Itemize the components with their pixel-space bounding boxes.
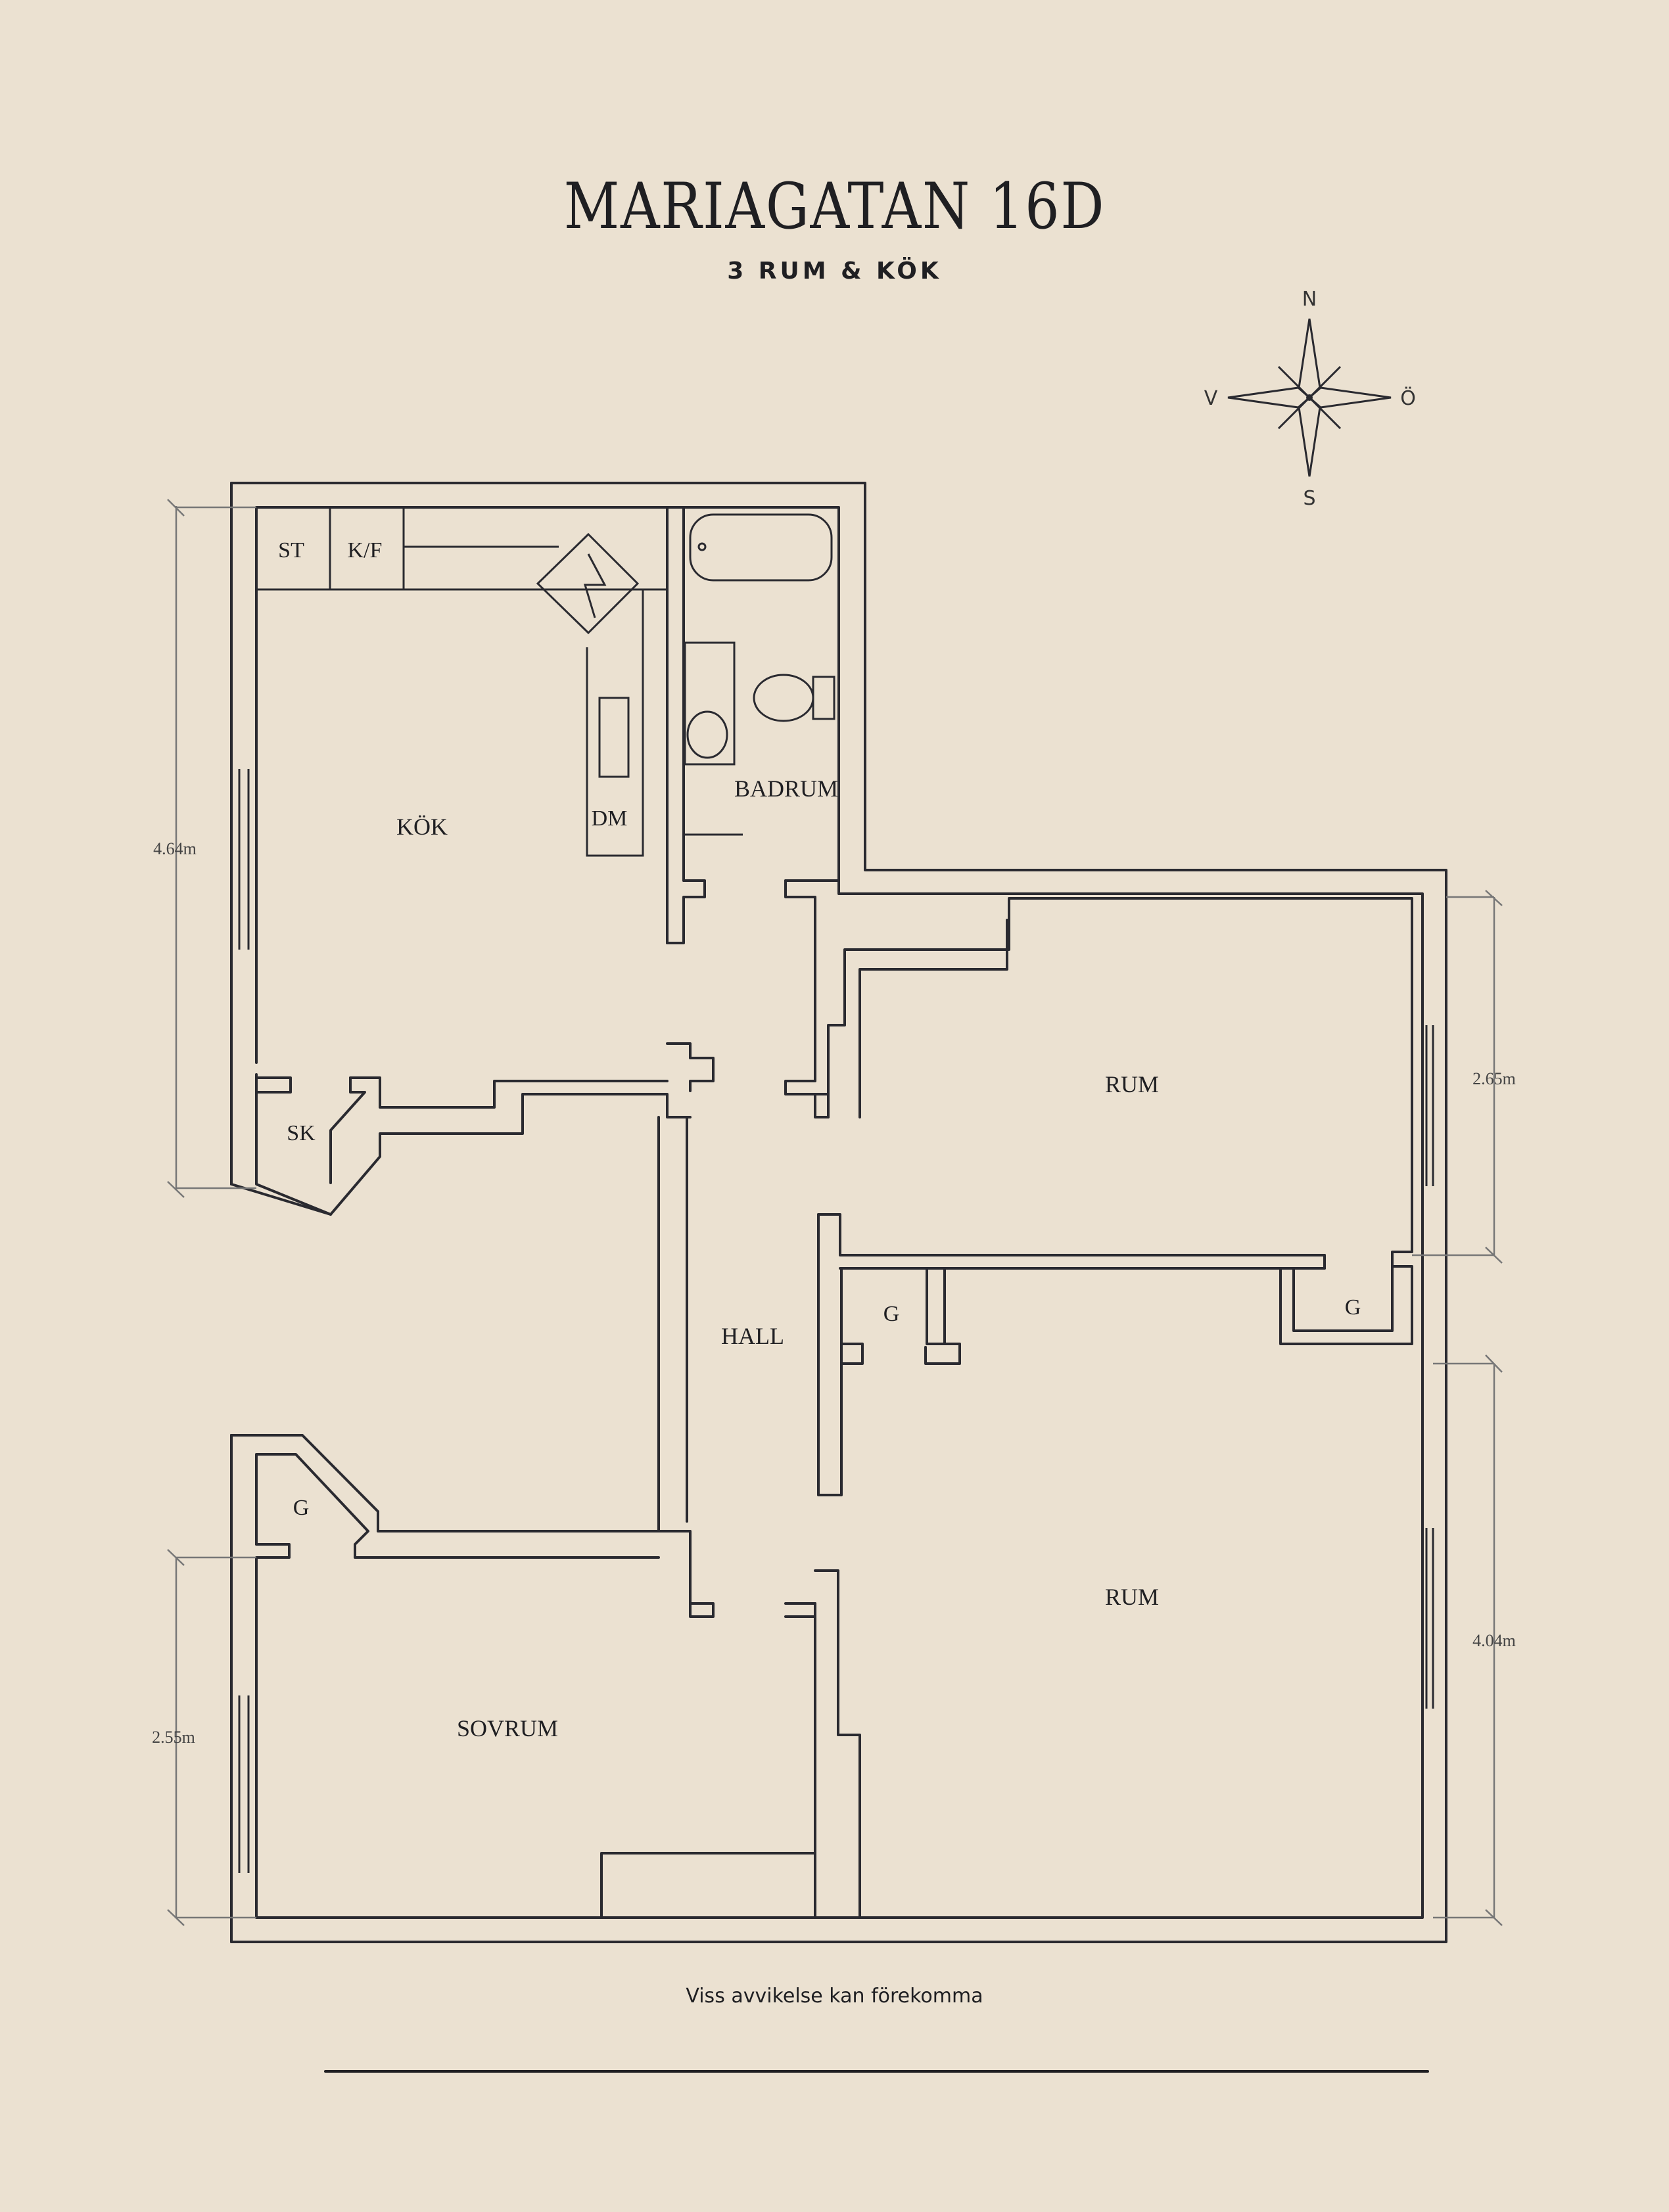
- room-label-hall: HALL: [721, 1323, 784, 1349]
- kitchen-fixtures: [230, 507, 715, 1216]
- room-label-st: ST: [278, 538, 304, 563]
- room-label-rum-upper: RUM: [1105, 1071, 1159, 1097]
- room-label-rum-lower: RUM: [1105, 1584, 1159, 1610]
- disclaimer-text: Viss avvikelse kan förekomma: [686, 1985, 983, 2008]
- room-label-badrum: BADRUM: [734, 775, 838, 802]
- compass-icon: N S V Ö: [1204, 288, 1416, 510]
- dimension-kok: 4.64m: [153, 839, 197, 858]
- room-label-kok: KÖK: [396, 814, 448, 840]
- room-label-dm: DM: [592, 806, 628, 831]
- room-label-kf: K/F: [348, 538, 383, 563]
- dimension-rum-lower: 4.04m: [1472, 1631, 1516, 1650]
- room-label-sk: SK: [287, 1121, 316, 1145]
- room-label-g-sovrum: G: [293, 1496, 310, 1520]
- bathroom-fixtures: [666, 506, 840, 1118]
- dimension-lines: [167, 499, 1503, 1926]
- dimension-sovrum: 2.55m: [152, 1728, 195, 1747]
- room-label-sovrum: SOVRUM: [457, 1715, 558, 1741]
- compass-south-label: S: [1303, 487, 1315, 510]
- page-title: MARIAGATAN 16D: [563, 170, 1106, 243]
- bedroom-walls: [230, 1434, 816, 1943]
- compass-north-label: N: [1302, 288, 1317, 311]
- room-label-g-hall: G: [883, 1302, 900, 1326]
- dimension-rum-upper: 2.65m: [1472, 1069, 1516, 1088]
- room-label-g-right: G: [1345, 1295, 1361, 1320]
- compass-east-label: Ö: [1400, 386, 1416, 410]
- page-subtitle: 3 RUM & KÖK: [727, 258, 942, 285]
- compass-west-label: V: [1204, 387, 1218, 410]
- hall-walls: [657, 1116, 961, 1618]
- room-upper-walls: [814, 897, 1434, 1345]
